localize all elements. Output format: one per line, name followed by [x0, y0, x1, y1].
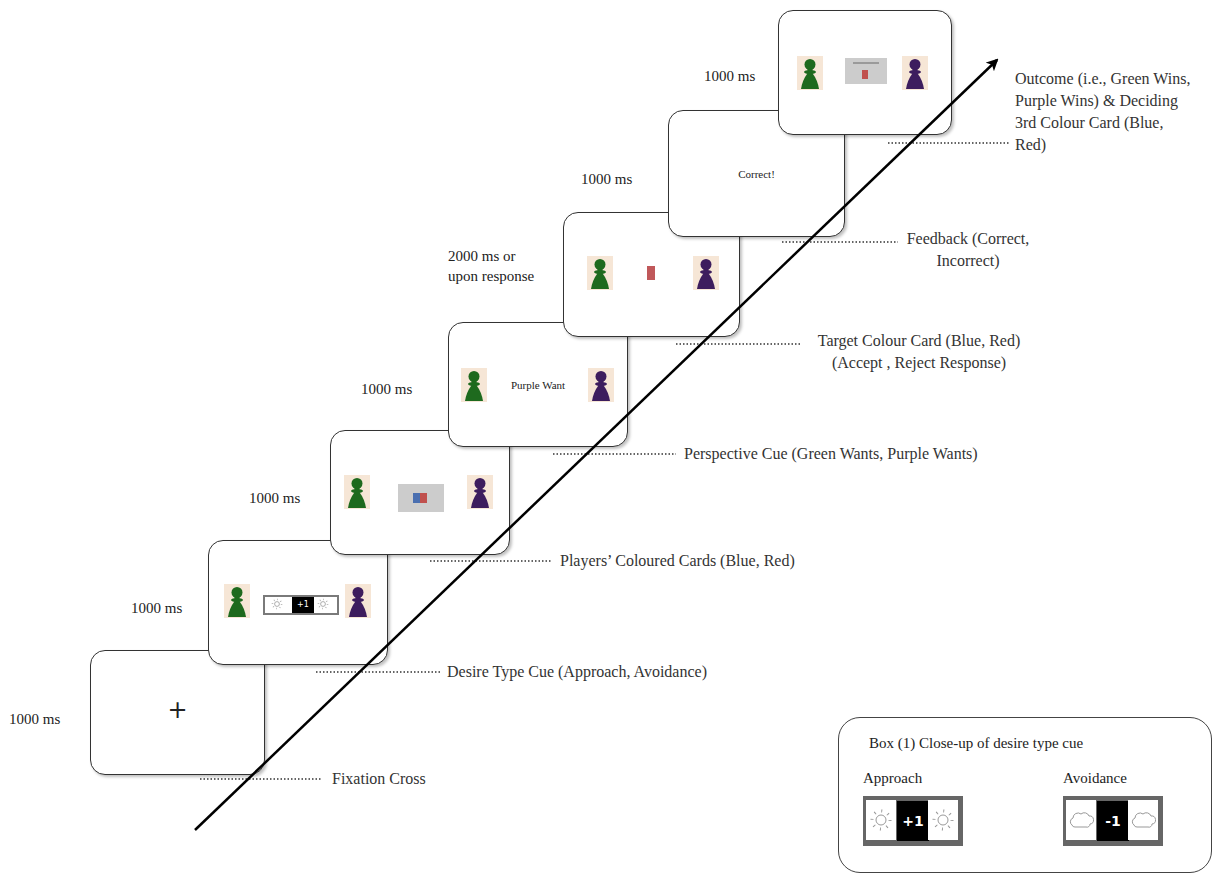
cloud-icon — [1070, 813, 1093, 827]
player-pawns — [224, 56, 928, 618]
sun-icon — [321, 602, 326, 607]
duration-label: 1000 ms — [361, 379, 412, 399]
feedback-text: Correct! — [669, 167, 844, 181]
sun-rays — [934, 811, 952, 829]
cue-panel — [866, 800, 896, 840]
leader-line — [430, 560, 552, 561]
sun-rays — [319, 600, 328, 609]
stage-label: Outcome (i.e., Green Wins, Purple Wins) … — [1015, 68, 1193, 156]
leader-line — [316, 671, 440, 672]
red-card — [420, 493, 427, 503]
box-heading: Box (1) Close-up of desire type cue — [869, 733, 1083, 753]
leader-line — [888, 142, 1010, 143]
purple-pawn — [693, 256, 719, 290]
cue-panel — [1066, 800, 1096, 840]
desire-cue: +1 — [263, 595, 339, 615]
duration-label: 1000 ms — [249, 488, 300, 508]
cue-value: +1 — [897, 801, 929, 841]
red-card — [647, 266, 655, 280]
purple-pawn — [345, 584, 371, 618]
sun-icon — [938, 815, 948, 825]
green-pawn — [461, 368, 487, 402]
purple-pawn — [467, 475, 493, 509]
duration-label: 1000 ms — [581, 169, 632, 189]
stage-label: Desire Type Cue (Approach, Avoidance) — [447, 661, 787, 683]
leader-line — [782, 241, 898, 242]
card-tray — [845, 58, 887, 84]
tiny-print — [853, 62, 879, 64]
sun-rays — [872, 811, 890, 829]
fixation-cross: + — [91, 695, 264, 725]
screen-frame: 1000 ms+1 — [208, 540, 388, 665]
leader-line — [200, 778, 322, 779]
cue-type-label: Approach — [863, 768, 922, 788]
blue-card — [413, 493, 420, 503]
green-pawn — [797, 56, 823, 90]
stage-label: Players’ Coloured Cards (Blue, Red) — [560, 550, 890, 572]
cue-type-label: Avoidance — [1063, 768, 1127, 788]
card-tray — [398, 484, 444, 512]
stage-label: Perspective Cue (Green Wants, Purple Wan… — [684, 443, 1074, 465]
duration-label: 1000 ms — [131, 598, 182, 618]
purple-pawn — [902, 56, 928, 90]
perspective-cue: Purple Want — [449, 378, 627, 392]
desire-cue: Avoidance-1 — [1063, 796, 1163, 846]
stage-label: Feedback (Correct, Incorrect) — [900, 228, 1036, 272]
cue-value: +1 — [292, 597, 314, 613]
sun-icon — [876, 815, 886, 825]
screen-frame: 1000 ms+ — [90, 650, 265, 775]
sun-rays — [273, 600, 282, 609]
duration-label: 2000 ms or upon response — [448, 246, 548, 286]
cue-value: -1 — [1097, 801, 1129, 841]
sun-icon — [275, 602, 280, 607]
closeup-box: Box (1) Close-up of desire type cueAppro… — [838, 717, 1212, 873]
cue-panel — [1128, 800, 1158, 840]
green-pawn — [587, 256, 613, 290]
stage-label: Fixation Cross — [332, 768, 532, 790]
cue-panel — [928, 800, 958, 840]
screen-frame: 1000 msPurple Want — [448, 322, 628, 447]
desire-cue: Approach+1 — [863, 796, 963, 846]
screen-frame: 1000 ms — [330, 430, 510, 555]
purple-pawn — [588, 368, 614, 402]
cloud-icon — [1132, 813, 1155, 827]
leader-line — [553, 453, 676, 454]
green-pawn — [344, 475, 370, 509]
green-pawn — [224, 584, 250, 618]
stage-label: Target Colour Card (Blue, Red) (Accept ,… — [800, 330, 1038, 374]
duration-label: 1000 ms — [704, 66, 755, 86]
cue-icons — [273, 600, 1159, 841]
duration-label: 1000 ms — [9, 709, 60, 729]
colour-cards — [398, 58, 887, 512]
red-card — [862, 70, 868, 79]
leader-line — [676, 343, 800, 344]
timeline-arrow — [195, 60, 997, 830]
screen-frame: 1000 ms — [778, 10, 952, 135]
